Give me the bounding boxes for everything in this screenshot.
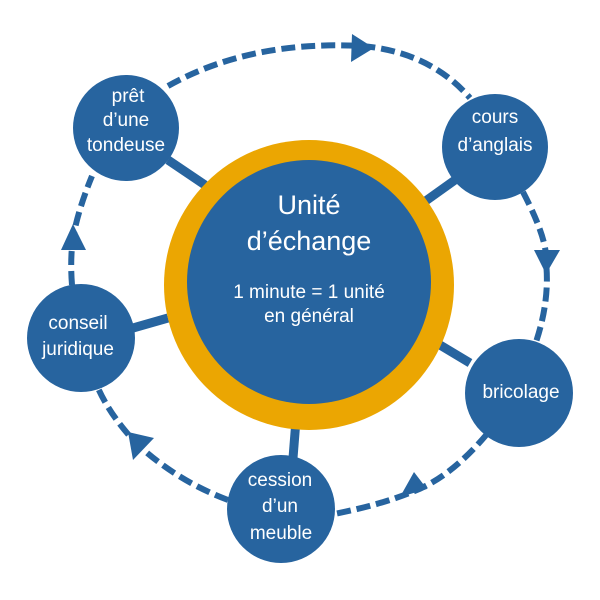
- node-bricolage: bricolage: [465, 339, 573, 447]
- node-label-line: d’un: [262, 496, 298, 517]
- node-label-line: tondeuse: [87, 135, 165, 156]
- center-disc: [187, 160, 431, 404]
- node-label-line: cession: [248, 470, 312, 491]
- cycle-arc-cours-to-bricolage: [520, 190, 550, 343]
- node-label-line: meuble: [250, 523, 312, 544]
- node-pret-tondeuse: prêt d’une tondeuse: [73, 75, 179, 181]
- node-circle: [465, 339, 573, 447]
- node-circle: [27, 284, 135, 392]
- node-cession-meuble: cession d’un meuble: [227, 455, 335, 563]
- node-label-line: bricolage: [482, 382, 559, 403]
- arrow-up-left-icon: [128, 432, 154, 460]
- node-circle: [442, 94, 548, 200]
- node-circle: [227, 455, 335, 563]
- node-label-line: juridique: [41, 339, 114, 360]
- center-node: Unité d’échange 1 minute = 1 unité en gé…: [164, 140, 454, 430]
- node-cours-anglais: cours d’anglais: [442, 94, 548, 200]
- node-conseil-juridique: conseil juridique: [27, 284, 135, 392]
- cycle-arc-cession-to-conseil: [95, 386, 230, 503]
- spoke-bricolage: [437, 341, 473, 367]
- center-subtitle-line-1: 1 minute = 1 unité: [233, 282, 385, 303]
- arrow-right-icon: [351, 34, 374, 62]
- node-label-line: cours: [472, 107, 518, 128]
- arrow-down-left-icon: [400, 472, 427, 497]
- center-title-line-2: d’échange: [247, 226, 372, 256]
- center-title-line-1: Unité: [277, 190, 340, 220]
- arrowheads: [61, 34, 560, 497]
- arrow-down-icon: [534, 250, 560, 274]
- node-label-line: d’une: [103, 110, 150, 131]
- node-label-line: prêt: [112, 86, 145, 107]
- node-circle: [73, 75, 179, 181]
- center-subtitle-line-2: en général: [264, 306, 354, 327]
- spoke-pret: [165, 156, 208, 189]
- cycle-arc-pret-to-cours: [166, 42, 473, 100]
- spoke-conseil: [131, 313, 170, 333]
- cycle-arc-bricolage-to-cession: [333, 432, 490, 517]
- node-label-line: d’anglais: [458, 135, 533, 156]
- node-label-line: conseil: [48, 313, 107, 334]
- arrow-up-icon: [61, 224, 86, 250]
